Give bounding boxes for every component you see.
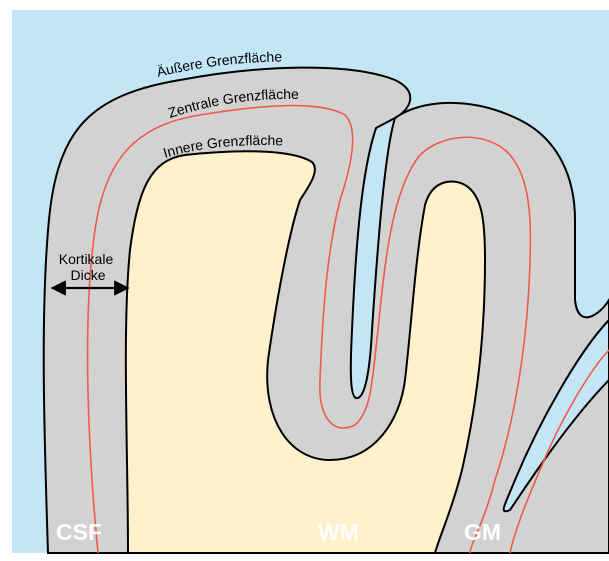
csf-label: CSF <box>56 519 102 545</box>
thickness-label-line2: Dicke <box>70 267 105 283</box>
wm-label: WM <box>318 519 359 545</box>
thickness-label-line1: Kortikale <box>59 251 114 267</box>
gm-label: GM <box>464 519 501 545</box>
